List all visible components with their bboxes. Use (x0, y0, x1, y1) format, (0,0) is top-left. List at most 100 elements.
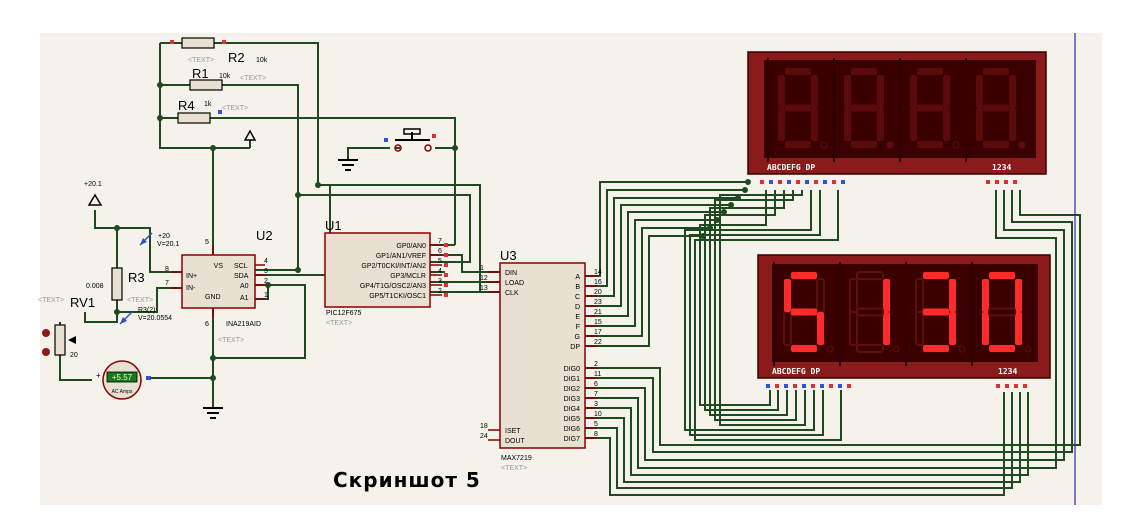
r1-text-placeholder: <TEXT> (240, 75, 266, 82)
push-button[interactable] (384, 128, 436, 152)
display-top-pin (832, 180, 836, 184)
ground-icon (338, 159, 358, 171)
decimal-point (1018, 141, 1026, 149)
display-top-pin (841, 180, 845, 184)
u1-pin-label: GP0/AN0 (396, 243, 426, 250)
display-bottom[interactable]: ABCDEFG DP 1234 (757, 254, 1051, 379)
u3-pin-number: 13 (480, 285, 488, 292)
resistor-r4[interactable]: R4 1k <TEXT> (177, 98, 248, 124)
u1-part: PIC12F675 (326, 310, 362, 317)
display-digit (839, 262, 900, 366)
display-bottom-pin (847, 384, 851, 388)
u1-pin-marker (444, 243, 448, 247)
segment-f (849, 278, 858, 313)
segment-a (851, 68, 877, 75)
u3-pin-label: D (575, 304, 580, 311)
display-top-pin (787, 180, 791, 184)
segment-a (923, 272, 949, 279)
r2-ref: R2 (228, 50, 245, 65)
u2-pin-gnd: GND (205, 294, 221, 301)
display-bottom-digit-pin (1005, 384, 1009, 388)
display-top[interactable]: ABCDEFG DP 1234 (747, 51, 1047, 175)
rv1-text-placeholder: <TEXT> (38, 297, 64, 304)
u3-pin-number: 16 (594, 279, 602, 286)
u1-pin-label: GP4/T1G/OSC2/AN3 (360, 283, 426, 290)
u3-pin-number: 1 (480, 265, 484, 272)
display-top-pin (823, 180, 827, 184)
display-bottom-digit-pin (996, 384, 1000, 388)
supply-label: +20.1 (84, 181, 102, 188)
u2-pin-a1: A1 (240, 295, 249, 302)
segment-b (883, 279, 890, 312)
display-top-digit-pin (986, 180, 990, 184)
u1-pin-number: 2 (438, 288, 442, 295)
segment-f (915, 278, 924, 313)
r4-ref: R4 (178, 98, 195, 113)
ac-ammeter[interactable]: +5.57 AC Amps + (96, 360, 151, 400)
supply-terminal[interactable]: +20.1 (84, 181, 103, 206)
segment-d (923, 345, 949, 352)
rv1-ref: RV1 (70, 295, 95, 310)
resistor-r3[interactable]: R3 0.008 <TEXT> (86, 267, 153, 304)
resistor-r1[interactable]: R1 10k <TEXT> (189, 66, 266, 91)
u2-num-a0: 2 (264, 278, 268, 285)
segment-f (844, 75, 851, 108)
u1-pin-number: 4 (438, 268, 442, 275)
u3-pin-label: DIG6 (564, 426, 580, 433)
chip-u3[interactable]: U3 DIN1LOAD12CLK13ISET18DOUT24A14B16C20D… (480, 248, 602, 472)
u2-text-placeholder: <TEXT> (218, 337, 244, 344)
resistor-r2[interactable]: R2 10k <TEXT> (170, 37, 268, 65)
display-top-digit-pin (1004, 180, 1008, 184)
display-top-digit-pin (1013, 180, 1017, 184)
decimal-point (886, 141, 894, 149)
u3-pin-number: 3 (594, 401, 598, 408)
voltage-probe-r3[interactable]: R3(2) V=20.0554 (119, 307, 172, 325)
u3-pin-label: DIG7 (564, 436, 580, 443)
segment-f (778, 75, 785, 108)
chip-u1[interactable]: U1 GP0/AN07GP1/AN1/VREF6GP2/T0CKI/INT/AN… (324, 218, 448, 327)
segment-c (949, 312, 956, 345)
r3-text-placeholder: <TEXT> (127, 297, 153, 304)
u3-pin-number: 5 (594, 421, 598, 428)
triangle-probe-icon (243, 129, 257, 141)
u2-num-in-plus: 8 (165, 266, 169, 273)
display-top-pin (769, 180, 773, 184)
potentiometer-rv1[interactable]: RV1 20 <TEXT> (38, 295, 95, 359)
segment-e (982, 312, 989, 345)
display-bottom-pin (766, 384, 770, 388)
u3-ref: U3 (500, 248, 517, 263)
u3-pin-number: 14 (594, 269, 602, 276)
ammeter-label: AC Amps (112, 389, 133, 395)
u3-pin-number: 8 (594, 431, 598, 438)
u3-pin-number: 2 (594, 361, 598, 368)
display-digit (899, 58, 960, 162)
u3-pin-number: 7 (594, 391, 598, 398)
display-pin-marks (760, 180, 1027, 388)
r3-ref: R3 (128, 270, 145, 285)
segment-a (917, 68, 943, 75)
segment-g (923, 308, 949, 316)
segment-f (910, 75, 917, 108)
segment-e (844, 108, 851, 141)
r4-value: 1k (204, 101, 212, 108)
u3-pin-label: LOAD (505, 280, 524, 287)
u1-pin-marker (444, 253, 448, 257)
display-bottom-pin (793, 384, 797, 388)
segment-b (949, 279, 956, 312)
segment-d (785, 141, 811, 148)
segment-g (856, 307, 884, 317)
u3-pin-label: DIG2 (564, 386, 580, 393)
u3-pin-label: DIG3 (564, 396, 580, 403)
decimal-point (1024, 345, 1032, 353)
wires (59, 42, 1081, 496)
rv1-value: 20 (70, 352, 78, 359)
segment-b (877, 75, 884, 108)
u1-pin-label: GP3/MCLR (390, 273, 426, 280)
voltage-probe-supply[interactable]: +20 V=20.1 (139, 232, 179, 248)
segment-b (1009, 75, 1016, 108)
segment-f (976, 75, 983, 108)
segment-b (943, 75, 950, 108)
chip-u2[interactable]: U2 VS IN+ IN- GND SCL SDA A0 A1 5 6 8 7 … (165, 228, 273, 344)
junctions (114, 82, 751, 381)
